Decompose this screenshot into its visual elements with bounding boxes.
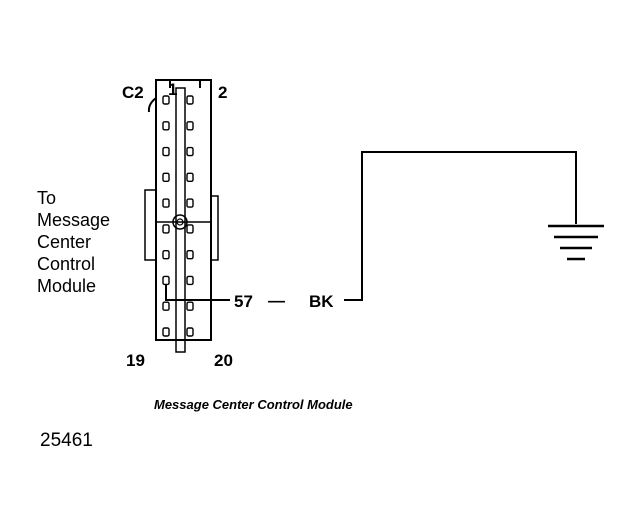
pin-cavity-4	[186, 121, 194, 131]
pin-cavity-20	[186, 327, 194, 337]
pin-cavity-14	[186, 249, 194, 260]
connector-c2	[144, 79, 219, 353]
pin-cavity-9	[162, 198, 170, 208]
pin-cavity-11	[162, 224, 170, 234]
figure-number: 25461	[40, 430, 93, 451]
side-label: To Message Center Control Module	[37, 188, 110, 296]
pin-cavity-7	[162, 172, 170, 183]
pin-label-20: 20	[214, 351, 233, 370]
side-label-line-2: Message	[37, 210, 110, 230]
pin-cavity-17	[162, 301, 170, 311]
pin-cavity-8	[186, 172, 194, 183]
ground-wire: 57 — BK	[165, 151, 577, 311]
pin-label-1: 1	[168, 80, 177, 99]
diagram-caption: Message Center Control Module	[154, 397, 353, 412]
side-label-line-3: Center	[37, 232, 91, 252]
wire-dash: —	[268, 291, 285, 310]
connector-hook	[147, 97, 157, 113]
circuit-number-label: 57	[234, 292, 253, 311]
connector-pin-cavities	[162, 95, 194, 337]
pin-cavity-15	[162, 275, 170, 286]
pin-cavity-10	[186, 198, 194, 208]
pin-cavity-5	[162, 146, 170, 157]
pin-cavity-16	[186, 275, 194, 286]
wire-segment-ground	[344, 151, 577, 301]
side-label-line-4: Control	[37, 254, 95, 274]
connector-center-rail	[175, 87, 186, 353]
pin-cavity-18	[186, 301, 194, 311]
pin-cavity-3	[162, 121, 170, 131]
connector-latch-left	[144, 189, 157, 261]
side-label-line-1: To	[37, 188, 56, 208]
pin-cavity-12	[186, 224, 194, 234]
pin-cavity-2	[186, 95, 194, 105]
pin-label-19: 19	[126, 351, 145, 370]
pin-cavity-6	[186, 146, 194, 157]
wire-segment-pin	[165, 285, 230, 301]
pin-cavity-13	[162, 249, 170, 260]
wire-color-label: BK	[309, 292, 334, 311]
connector-latch-right	[210, 195, 219, 261]
pin-label-2: 2	[218, 83, 227, 102]
connector-id-label: C2	[122, 83, 144, 102]
ground-symbol	[548, 224, 604, 261]
pin-cavity-19	[162, 327, 170, 337]
side-label-line-5: Module	[37, 276, 96, 296]
pin-cavity-1	[162, 95, 170, 105]
connector-lock-ring	[172, 214, 188, 230]
